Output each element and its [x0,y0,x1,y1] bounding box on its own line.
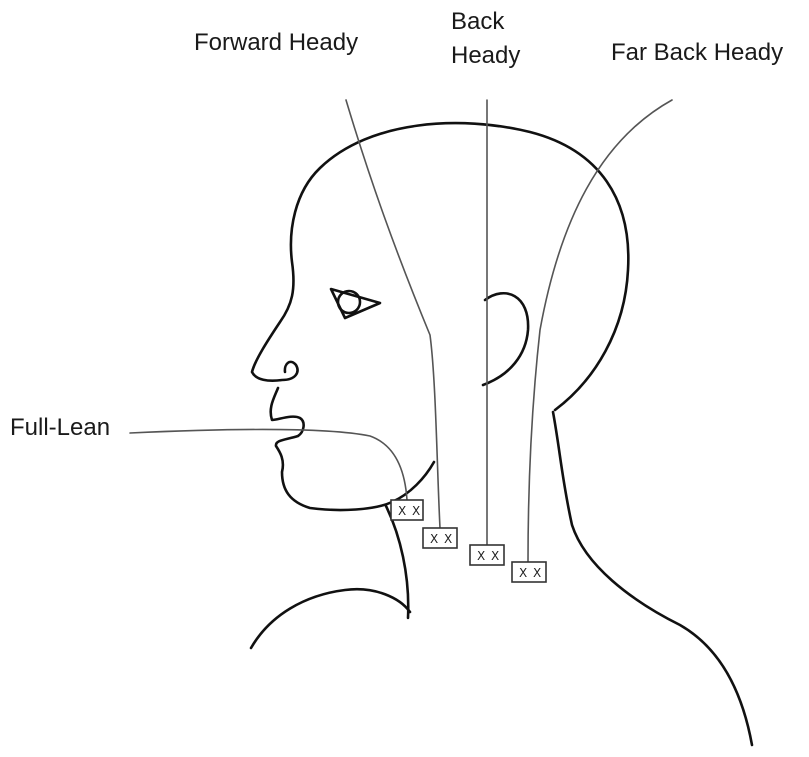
ear-outline [483,293,528,385]
back-heady-label-line2: Heady [451,39,520,73]
back-heady-label-line1: Back [451,5,520,39]
far-back-heady-electrode: X X [512,562,546,582]
far-back-heady-lead [528,100,672,562]
svg-text:X X: X X [398,504,421,518]
forward-heady-lead [346,100,440,528]
full-lean-electrode: X X [391,500,423,520]
head-outline [252,123,628,510]
svg-text:X X: X X [430,532,453,546]
far-back-heady-label: Far Back Heady [611,36,783,70]
svg-text:X X: X X [477,549,500,563]
forward-heady-electrode: X X [423,528,457,548]
shoulder-outline [251,589,410,648]
full-lean-label: Full-Lean [10,411,110,445]
back-neck-outline [553,412,752,745]
svg-text:X X: X X [519,566,542,580]
full-lean-lead [130,430,407,500]
forward-heady-label: Forward Heady [194,26,358,60]
back-heady-electrode: X X [470,545,504,565]
back-heady-label: Back Heady [451,5,520,73]
